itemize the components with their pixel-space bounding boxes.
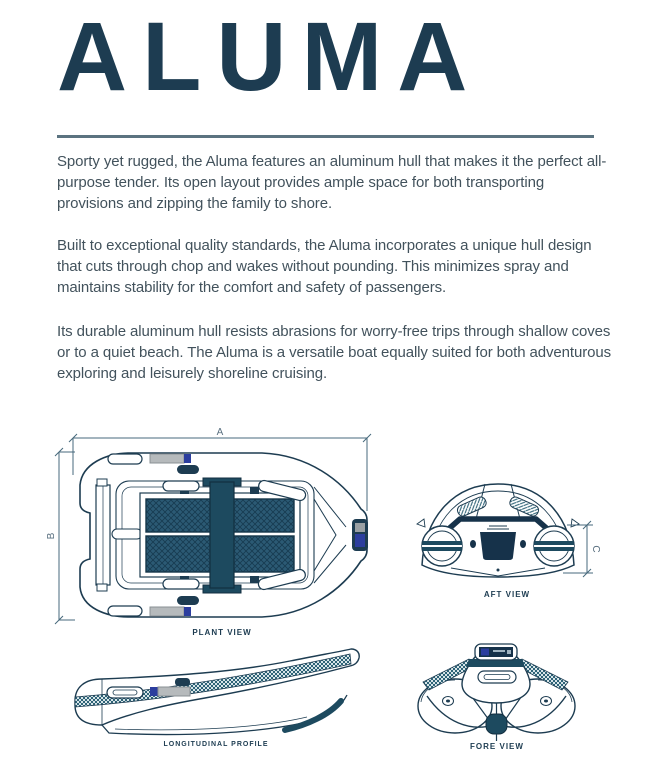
plan-view-caption: PLANT VIEW — [192, 628, 251, 637]
plan-seat-thwart — [202, 477, 242, 594]
product-title: ALUMA — [57, 2, 483, 111]
dimension-label-c: C — [590, 545, 601, 552]
aft-transom — [470, 525, 526, 560]
title-divider — [57, 135, 594, 138]
dimension-line-b — [54, 447, 75, 625]
plan-view-drawing: A B — [46, 427, 372, 637]
description-paragraph-2: Built to exceptional quality standards, … — [57, 237, 592, 296]
profile-caption: LONGITUDINAL PROFILE — [163, 741, 268, 748]
plan-transom — [95, 478, 143, 592]
fore-bow-cone — [461, 656, 531, 704]
description-paragraph-3: Its durable aluminum hull resists abrasi… — [57, 323, 611, 382]
longitudinal-profile-drawing: LONGITUDINAL PROFILE — [74, 648, 360, 748]
aft-roll-bar — [441, 516, 555, 536]
fore-keel — [485, 713, 508, 741]
fore-bow-pad — [474, 643, 518, 661]
aft-tube-right — [533, 525, 575, 567]
aft-view-caption: AFT VIEW — [484, 590, 530, 599]
plan-bow-fitting — [352, 519, 368, 551]
description-paragraph-1: Sporty yet rugged, the Aluma features an… — [57, 153, 607, 212]
fore-view-caption: FORE VIEW — [470, 742, 524, 751]
profile-fittings — [106, 678, 191, 699]
aft-view-drawing: C AFT VIEW — [416, 483, 601, 599]
dimension-line-c — [563, 520, 593, 578]
aft-grab-handles — [456, 496, 540, 517]
aft-tube-left — [421, 525, 463, 567]
dimension-line-a — [68, 433, 372, 511]
plan-handles — [107, 453, 307, 617]
dimension-label-a: A — [217, 427, 224, 438]
dimension-label-b: B — [46, 532, 57, 539]
fore-view-drawing: FORE VIEW — [417, 643, 576, 751]
